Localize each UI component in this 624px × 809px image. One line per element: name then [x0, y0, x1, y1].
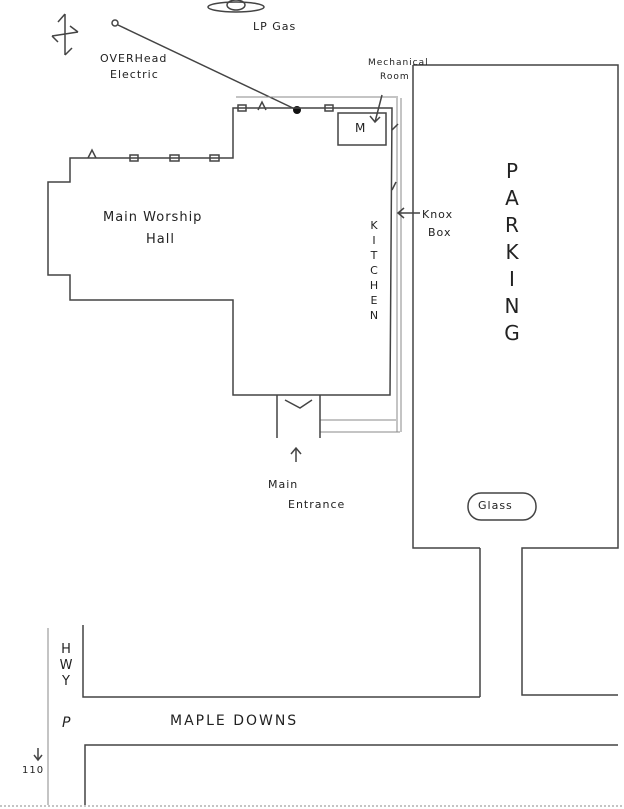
overhead-electric-line — [117, 24, 298, 111]
glass-container — [467, 492, 537, 521]
lp-gas-tank-icon — [207, 0, 265, 13]
kitchen-letter: I — [372, 234, 376, 247]
lp-gas-label: LP Gas — [253, 20, 297, 33]
utility-pole-icon — [111, 19, 119, 27]
main-entrance-structure — [276, 395, 321, 438]
kitchen-letter: E — [370, 294, 378, 307]
parking-lot-outline — [412, 64, 619, 697]
maple-downs-road — [82, 625, 618, 805]
parking-letter: R — [505, 213, 519, 237]
kitchen-letter: H — [369, 279, 379, 292]
kitchen-letter: T — [370, 249, 378, 262]
hwy-p-label: P — [62, 715, 72, 731]
south-arrow-icon — [33, 748, 43, 762]
window-markers — [87, 100, 399, 191]
glass-label: Glass — [478, 499, 513, 512]
parking-letter: P — [505, 159, 519, 183]
hwy-letter: H — [61, 642, 71, 657]
kitchen-letter: C — [370, 264, 378, 277]
walkway-line — [320, 419, 400, 433]
main-worship-hall-label: Main Worship — [103, 210, 203, 225]
building-outline — [47, 107, 393, 396]
mechanical-room-label: Room — [380, 72, 410, 82]
knox-box-arrow-icon — [396, 207, 420, 219]
main-entrance-label: Entrance — [288, 498, 346, 511]
parking-letter: A — [505, 186, 519, 210]
kitchen-letter: N — [369, 309, 379, 322]
hwy-letter: W — [59, 658, 73, 673]
knox-box-label: Knox — [422, 208, 454, 221]
mechanical-room-box — [337, 112, 387, 146]
entrance-arrow-icon — [290, 446, 302, 462]
hwy-letter: Y — [62, 674, 70, 689]
parking-letter: I — [509, 267, 515, 291]
maple-downs-label: MAPLE DOWNS — [170, 713, 299, 729]
parking-letter: K — [505, 240, 519, 264]
kitchen-letter: K — [370, 219, 378, 232]
main-entrance-label: Main — [268, 478, 299, 491]
mechanical-room-label: Mechanical — [368, 58, 429, 68]
mechanical-arrow-icon — [369, 94, 383, 124]
electric-service-point-icon — [293, 106, 301, 114]
main-worship-hall-label: Hall — [146, 232, 175, 247]
north-arrow-icon — [51, 13, 79, 56]
parking-letter: N — [504, 294, 520, 318]
highway-number-label: 110 — [22, 765, 45, 776]
parking-letter: G — [504, 321, 520, 345]
overhead-electric-label: OVERHead — [100, 52, 168, 65]
knox-box-label: Box — [428, 226, 452, 239]
overhead-electric-label: Electric — [110, 68, 159, 81]
mechanical-room-marker: M — [355, 121, 367, 135]
